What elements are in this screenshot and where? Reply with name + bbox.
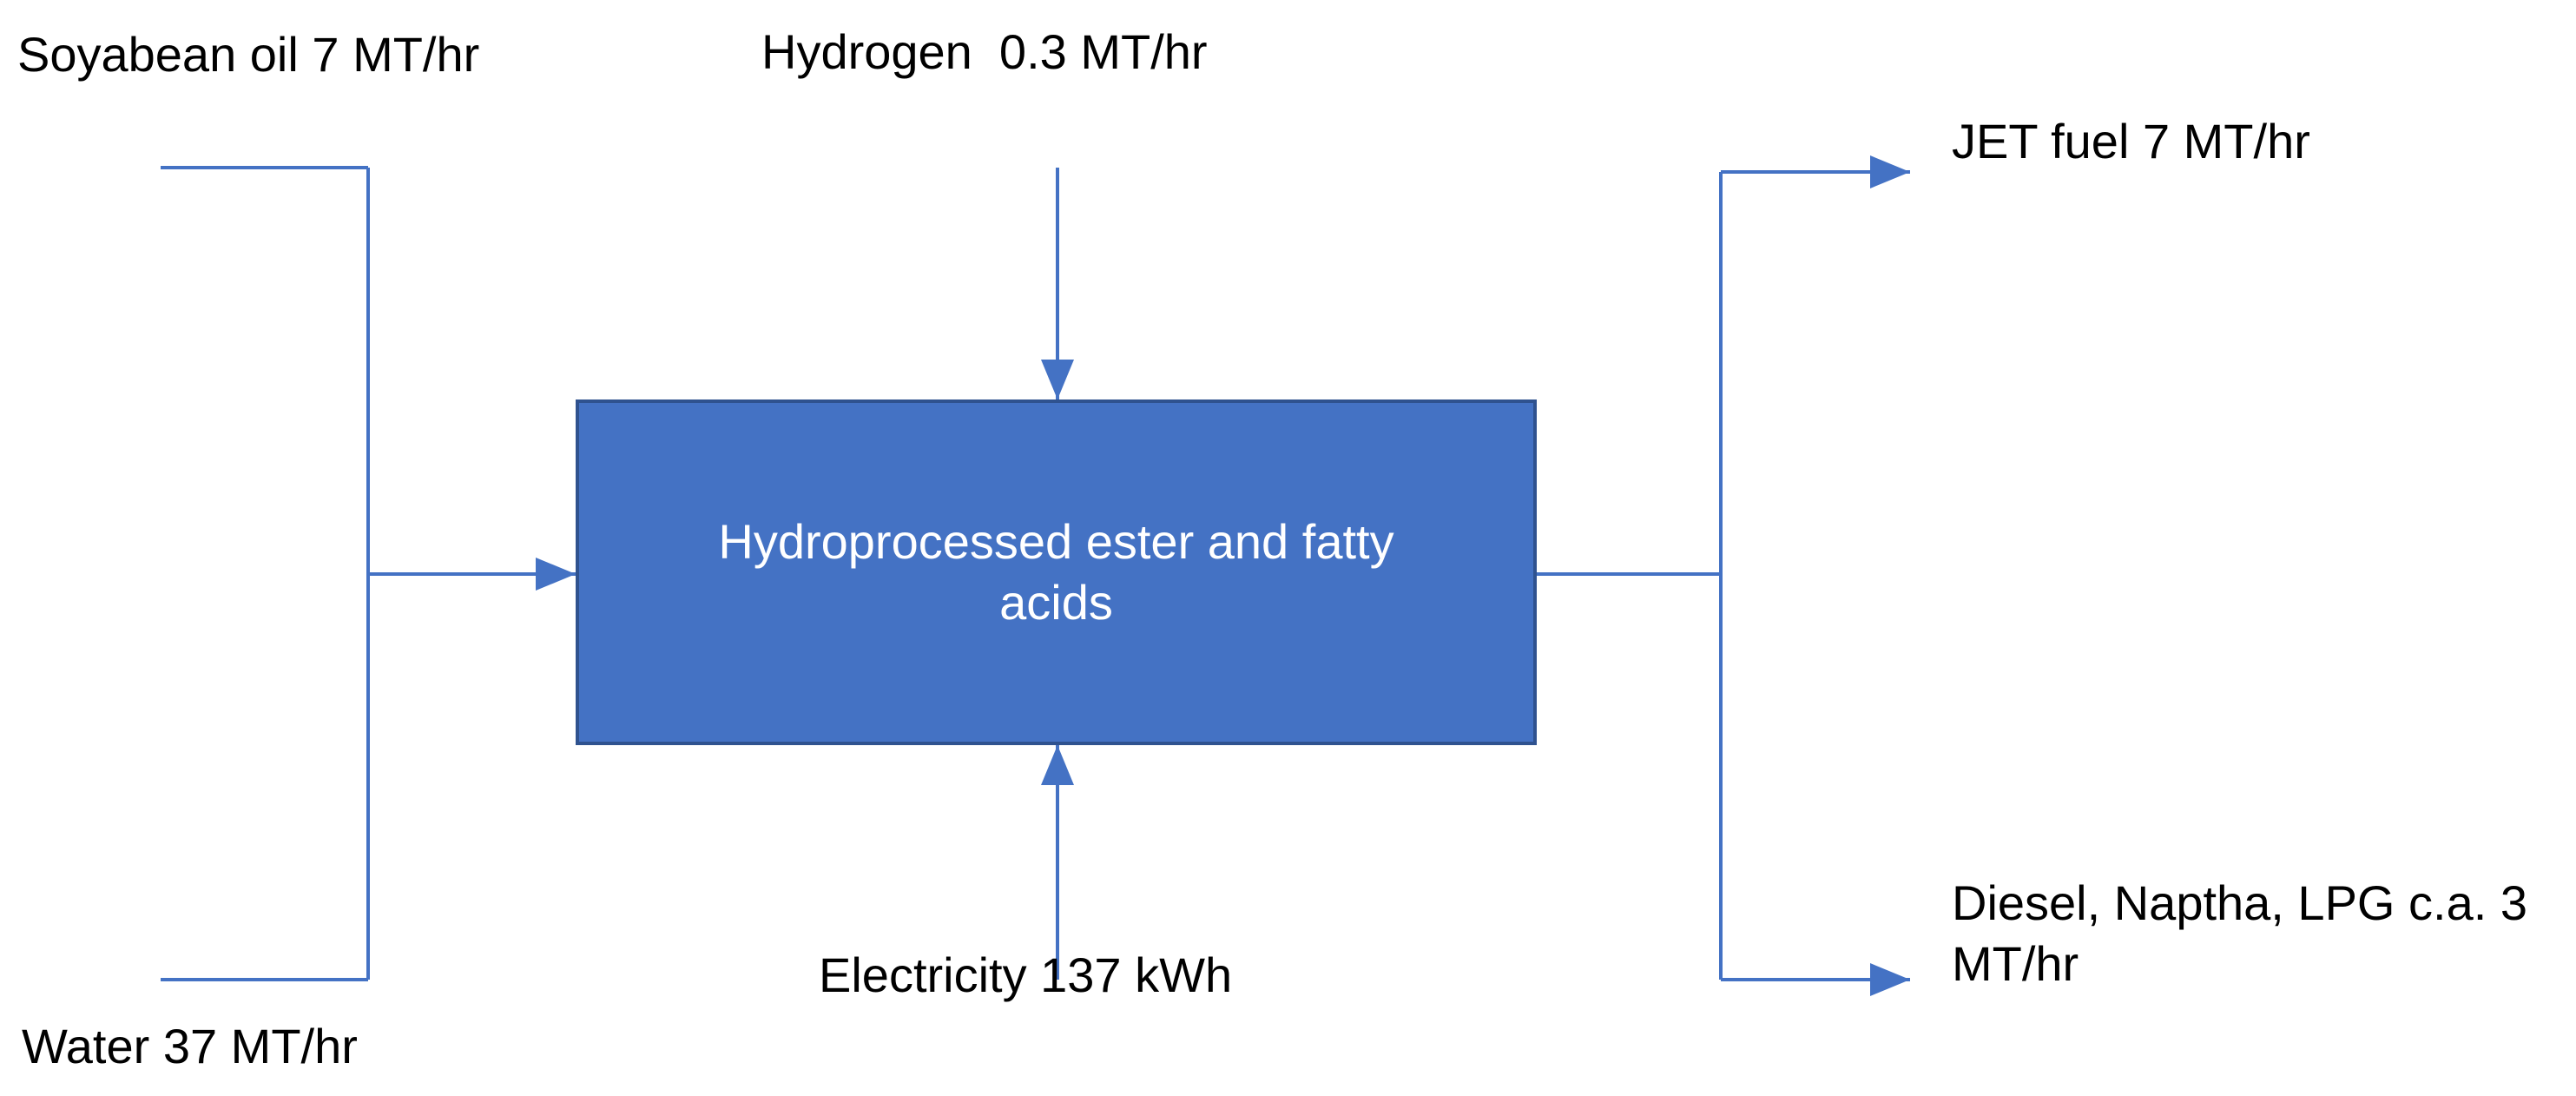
process-label: Hydroprocessed ester and fatty acids — [718, 514, 1394, 630]
hefa-process-box: Hydroprocessed ester and fatty acids — [576, 399, 1537, 745]
water-label: Water 37 MT/hr — [22, 1019, 358, 1073]
hydrogen-label: Hydrogen 0.3 MT/hr — [761, 24, 1208, 79]
electricity-label: Electricity 137 kWh — [819, 947, 1233, 1002]
soybean-oil-label: Soyabean oil 7 MT/hr — [17, 27, 480, 82]
byproducts-label: Diesel, Naptha, LPG c.a. 3 MT/hr — [1952, 875, 2528, 991]
jet-fuel-label: JET fuel 7 MT/hr — [1952, 114, 2310, 168]
